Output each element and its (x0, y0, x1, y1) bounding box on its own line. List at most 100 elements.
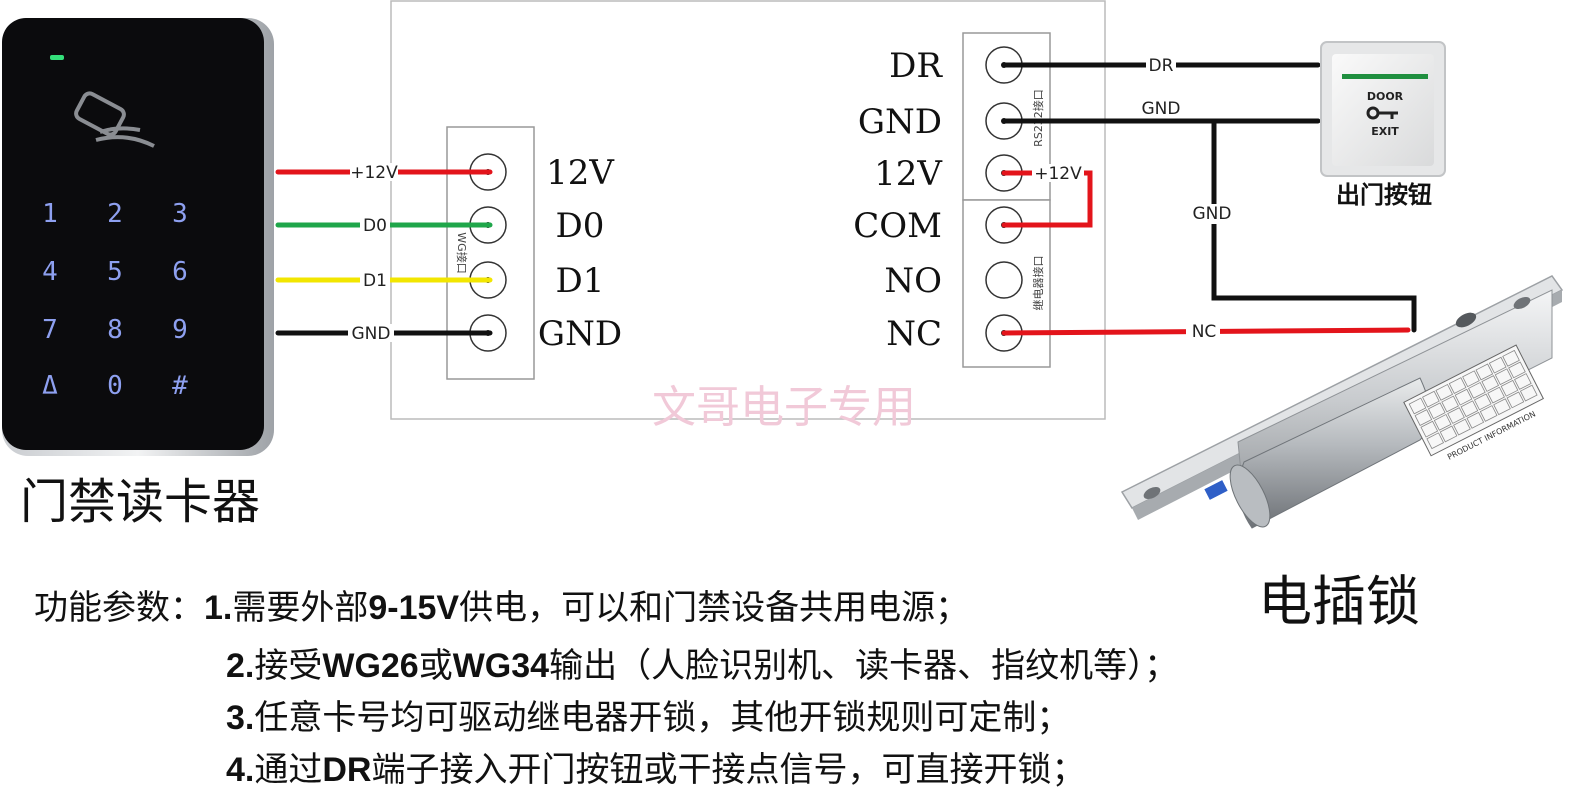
terminal-label-relay-nc: NC (886, 314, 942, 354)
param-2-number: 2. (226, 647, 255, 685)
terminal-label-rs-12v: 12V (874, 154, 943, 194)
lock-label-cell (1426, 432, 1445, 450)
param-line-4: 4.通过DR端子接入开门按钮或干接点信号，可直接开锁； (226, 750, 1085, 790)
terminal-relay-no (985, 261, 1023, 299)
keypad-key: # (172, 371, 188, 401)
param-3-number: 3. (226, 699, 255, 737)
lock-label-cell (1468, 381, 1486, 399)
keypad-key: 9 (172, 315, 188, 345)
lock-label-cell (1439, 425, 1458, 443)
label-wire-gnd-top: GND (1142, 99, 1181, 119)
label-wire-gnd-mid: GND (1193, 204, 1232, 224)
card-tap-icon (74, 91, 155, 148)
lock-label-cell (1420, 420, 1439, 438)
watermark: 文哥电子专用 (652, 382, 916, 433)
param-1-text-a: 需要外部 (232, 588, 369, 628)
key-icon (1366, 106, 1398, 120)
keypad-key: 8 (107, 315, 123, 345)
param-2-text-b: 或 (418, 646, 453, 686)
keypad-key: Δ (42, 371, 58, 401)
exit-button-bottom-text: EXIT (1371, 125, 1399, 138)
label-wire-nc: NC (1192, 322, 1217, 342)
lock-label-cell (1427, 402, 1446, 420)
param-2-wg26: WG26 (322, 647, 419, 685)
param-1-voltage: 9-15V (368, 589, 460, 627)
lock-label-cell (1473, 393, 1492, 411)
label-wire-d0: D0 (363, 216, 387, 236)
param-1-number: 1. (204, 589, 233, 627)
terminal-label-rs-dr: DR (889, 46, 943, 86)
param-4-dr: DR (322, 751, 372, 789)
card-reader: 1 2 3 4 5 6 7 8 9Δ 0 # (2, 18, 274, 456)
status-led (50, 55, 64, 60)
lock-label-cell (1502, 349, 1520, 367)
params-heading: 功能参数： (34, 588, 204, 628)
lock-label-cell (1433, 413, 1452, 431)
terminal-label-wg-d1: D1 (556, 261, 605, 301)
param-4-text-a: 通过 (254, 750, 323, 790)
terminal-label-wg-12v: 12V (546, 153, 615, 193)
lock-label-cell (1500, 379, 1519, 397)
terminal-label-relay-com: COM (853, 206, 942, 246)
lock-label-cell (1487, 386, 1505, 404)
lock-label-cell (1514, 373, 1532, 390)
param-2-text-c: 输出（人脸识别机、读卡器、指纹机等）； (549, 646, 1179, 686)
terminal-label-rs-gnd: GND (858, 102, 942, 142)
lock-label-cell (1488, 356, 1507, 374)
label-wire-dr: DR (1149, 56, 1174, 76)
lock-label-cell (1447, 407, 1465, 424)
label-wire-gnd-left: GND (352, 324, 391, 344)
lock-label-cell (1506, 391, 1525, 409)
param-4-text-b: 端子接入开门按钮或干接点信号，可直接开锁； (371, 750, 1086, 790)
keypad-key: 7 (42, 315, 58, 345)
rs232-port-label: RS232接口 (1032, 89, 1045, 147)
lock-label-cell (1453, 418, 1471, 436)
terminal-label-relay-no: NO (884, 261, 942, 301)
terminal-label-wg-gnd: GND (538, 314, 622, 354)
label-wire-plus12v-right: +12V (1034, 164, 1082, 184)
param-1-text-b: 供电，可以和门禁设备共用电源； (459, 588, 970, 628)
keypad-key: 2 (107, 199, 123, 229)
lock-label-cell (1454, 388, 1473, 406)
param-2-text-a: 接受 (254, 646, 323, 686)
keypad-key: 0 (107, 371, 123, 401)
param-2-wg34: WG34 (452, 647, 550, 685)
lock-label-cell (1475, 363, 1494, 381)
param-3-text: 任意卡号均可驱动继电器开锁，其他开锁规则可定制； (254, 698, 1071, 738)
lock-label-cell (1414, 409, 1433, 426)
controller-board: WG接口 RS232接口 继电器接口 12VD0D1GNDDRGND12VCOM… (390, 0, 1106, 420)
lock-label-cell (1494, 368, 1513, 386)
param-line-1: 功能参数：1.需要外部9-15V供电，可以和门禁设备共用电源； (34, 588, 969, 628)
label-wire-plus12v: +12V (350, 163, 398, 183)
lock-label-cell (1448, 377, 1467, 394)
lock-label-cell (1435, 383, 1454, 401)
lock-caption: 电插锁 (1258, 570, 1420, 633)
lock-label-cell (1479, 405, 1498, 422)
lock-label-cell (1466, 411, 1485, 429)
lock-label-cell (1422, 390, 1440, 408)
keypad-key: 6 (172, 257, 188, 287)
lock-label-cell (1481, 375, 1500, 392)
terminal-label-wg-d0: D0 (556, 206, 605, 246)
electric-bolt-lock: PRODUCT INFORMATION (1120, 275, 1564, 529)
param-line-3: 3.任意卡号均可驱动继电器开锁，其他开锁规则可定制； (226, 698, 1070, 738)
lock-label-cell (1441, 395, 1459, 413)
exit-button-top-text: DOOR (1367, 90, 1404, 103)
keypad-key: 3 (172, 199, 188, 229)
wg-port-label: WG接口 (455, 232, 468, 273)
keypad-key: 1 (42, 199, 58, 229)
param-line-2: 2.接受WG26或WG34输出（人脸识别机、读卡器、指纹机等）； (226, 646, 1178, 686)
relay-port-label: 继电器接口 (1032, 256, 1045, 311)
lock-label-cell (1493, 398, 1511, 416)
reader-caption: 门禁读卡器 (20, 474, 260, 530)
lock-label-cell (1519, 384, 1538, 402)
lock-label-cell (1460, 400, 1479, 418)
exit-button: DOOR EXIT (1320, 41, 1446, 177)
lock-label-cell (1462, 370, 1480, 388)
lock-label-cell (1508, 361, 1526, 379)
lock-product-label: PRODUCT INFORMATION (1403, 344, 1545, 462)
lock-label-cell (1408, 397, 1427, 415)
keypad-key: 5 (107, 257, 123, 287)
keypad-key: 4 (42, 257, 58, 287)
label-wire-d1: D1 (363, 271, 387, 291)
